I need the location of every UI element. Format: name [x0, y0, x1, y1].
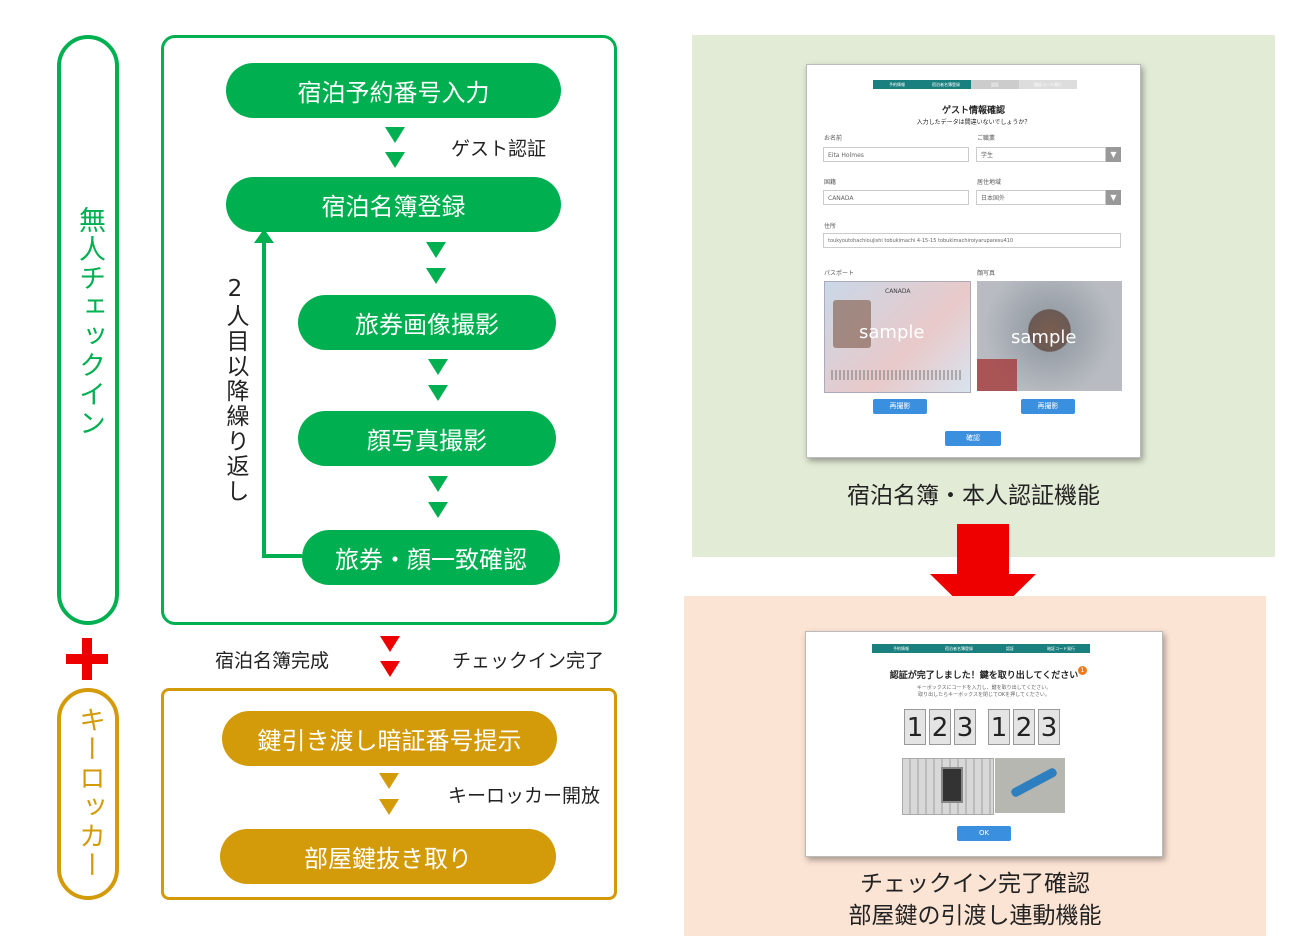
- checkin-side-label-frame: [57, 35, 119, 625]
- screen-subtitle: 入力したデータは間違いないでしょうか？: [916, 119, 1031, 126]
- chevron-down-icon[interactable]: ▼: [1106, 147, 1121, 162]
- flow-step-face-photo: 顔写真撮影: [298, 411, 556, 466]
- registry-feature-caption: 宿泊名簿・本人認証機能: [847, 483, 1100, 509]
- address-label: 住所: [824, 223, 837, 230]
- step-reservation: 予約情報: [872, 644, 930, 653]
- key-tag: [1009, 766, 1059, 799]
- code-digit: 2: [929, 709, 951, 745]
- checkin-complete-label: チェックイン完了: [452, 650, 605, 672]
- arrow-down-icon: [380, 661, 400, 677]
- step-pin: 暗証コード発行: [1019, 80, 1077, 89]
- step-auth: 認証: [988, 644, 1032, 653]
- arrow-down-icon: [380, 636, 400, 652]
- instruction-line-2: 取り出したらキーボックスを閉じてOKを押してください。: [918, 692, 1050, 698]
- name-label: お名前: [824, 135, 843, 142]
- flow-step-reservation-number: 宿泊予約番号入力: [226, 63, 561, 118]
- code-digit: 1: [904, 709, 926, 745]
- face-label: 顔写真: [977, 270, 996, 277]
- instruction-line-1: キーボックスにコードを入力し、鍵を取り出してください。: [916, 685, 1052, 691]
- job-select[interactable]: 学生: [976, 147, 1106, 162]
- guest-info-screenshot: 予約情報 宿泊者名簿登録 認証 暗証コード発行 ゲスト情報確認 入力したデータは…: [806, 64, 1141, 458]
- key-handover-caption-line-2: 部屋鍵の引渡し連動機能: [848, 903, 1102, 929]
- flow-step-key-pin: 鍵引き渡し暗証番号提示: [222, 711, 557, 766]
- key-handover-caption-line-1: チェックイン完了確認: [860, 871, 1090, 897]
- country-field[interactable]: CANADA: [823, 190, 969, 205]
- sample-watermark: sample: [1011, 327, 1077, 348]
- confirm-button[interactable]: 確認: [945, 431, 1001, 446]
- step-auth: 認証: [971, 80, 1019, 89]
- name-field[interactable]: Eita Holmes: [823, 147, 969, 162]
- step-registry: 宿泊者名簿登録: [921, 80, 971, 89]
- keypad-display: [941, 767, 963, 803]
- face-image: sample: [977, 281, 1122, 391]
- address-field[interactable]: toukyoutohachioujishi tobukimachi 4-15-1…: [823, 233, 1121, 248]
- keylocker-flow-box: [161, 688, 617, 900]
- arrow-down-icon: [385, 127, 405, 143]
- retake-face-button[interactable]: 再撮影: [1021, 399, 1075, 414]
- flow-step-passport-photo: 旅券画像撮影: [298, 295, 556, 350]
- keylocker-side-label: キーロッカー: [74, 706, 105, 880]
- key-locker-image: [902, 758, 994, 815]
- flow-step-passport-face-match: 旅券・顔一致確認: [302, 530, 560, 585]
- retake-passport-button[interactable]: 再撮影: [873, 399, 927, 414]
- face-shirt: [977, 359, 1017, 391]
- arrow-down-icon: [428, 476, 448, 492]
- flow-step-guest-registry: 宿泊名簿登録: [226, 177, 561, 232]
- arrow-down-icon: [428, 359, 448, 375]
- repeat-label: 2人目以降繰り返し: [222, 276, 248, 504]
- info-badge-icon: 1: [1078, 666, 1087, 675]
- job-label: ご職業: [977, 135, 996, 142]
- code-digit: 1: [988, 709, 1010, 745]
- arrow-down-icon: [385, 152, 405, 168]
- passport-country: CANADA: [885, 288, 911, 295]
- arrow-down-icon: [426, 268, 446, 284]
- checkin-complete-screenshot: 予約情報 宿泊者名簿登録 認証 暗証コード発行 認証が完了しました！鍵を取り出し…: [805, 631, 1163, 857]
- complete-title: 認証が完了しました！鍵を取り出してください: [889, 671, 1079, 681]
- region-select[interactable]: 日本国外: [976, 190, 1106, 205]
- plus-icon: [66, 638, 108, 680]
- keylocker-side-label-frame: [57, 688, 119, 900]
- screen-title: ゲスト情報確認: [941, 106, 1005, 116]
- passport-image: CANADA sample: [824, 281, 971, 393]
- code-digit: 2: [1013, 709, 1035, 745]
- arrow-down-icon: [426, 242, 446, 258]
- guest-auth-label: ゲスト認証: [451, 138, 547, 160]
- code-digit: 3: [1038, 709, 1060, 745]
- arrow-down-icon: [379, 799, 399, 815]
- registry-complete-label: 宿泊名簿完成: [215, 650, 330, 672]
- passport-mrz: [831, 370, 963, 380]
- locker-open-label: キーロッカー開放: [448, 785, 601, 807]
- checkin-side-label: 無人チェックイン: [74, 206, 105, 438]
- step-pin: 暗証コード発行: [1032, 644, 1090, 653]
- passport-label: パスポート: [824, 270, 855, 277]
- flow-step-take-key: 部屋鍵抜き取り: [220, 829, 556, 884]
- step-registry: 宿泊者名簿登録: [930, 644, 988, 653]
- region-label: 居住地域: [977, 179, 1002, 186]
- checkin-flow-box: [161, 35, 617, 625]
- sample-watermark: sample: [859, 322, 925, 343]
- ok-button[interactable]: OK: [957, 826, 1011, 841]
- code-digit: 3: [954, 709, 976, 745]
- arrow-down-icon: [428, 385, 448, 401]
- arrow-down-icon: [428, 502, 448, 518]
- chevron-down-icon[interactable]: ▼: [1106, 190, 1121, 205]
- arrow-down-icon: [379, 773, 399, 789]
- country-label: 国籍: [824, 179, 837, 186]
- repeat-loop-arrow: [254, 229, 302, 558]
- passport-photo: [833, 300, 871, 348]
- step-reservation: 予約情報: [873, 80, 921, 89]
- key-image: [995, 758, 1065, 813]
